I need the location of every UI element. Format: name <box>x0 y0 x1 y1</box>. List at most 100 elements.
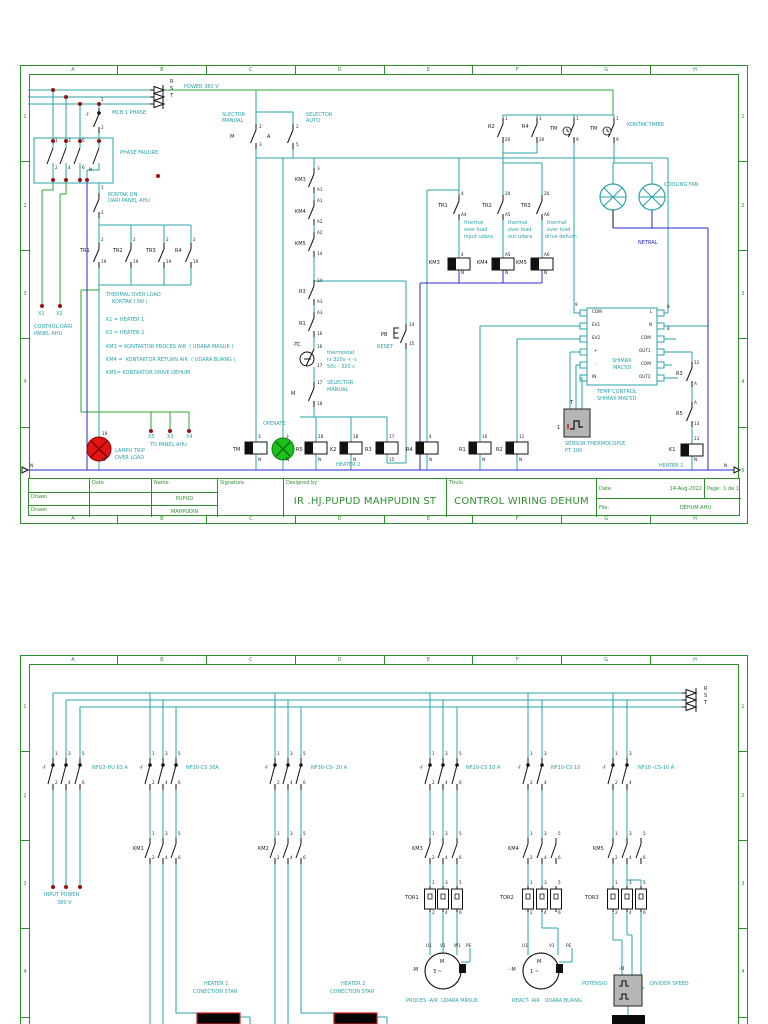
schematic-label: SLECTOR <box>222 112 246 118</box>
schematic-label: TM <box>550 126 558 132</box>
schematic-label: 2 <box>133 237 136 242</box>
schematic-label: 20 <box>539 137 545 142</box>
schematic-label: N <box>724 463 728 468</box>
schematic-label: 1 <box>101 97 104 102</box>
schematic-label: over load <box>508 227 532 233</box>
schematic-label: 4 <box>461 252 464 257</box>
schematic-label: 3 <box>544 751 547 756</box>
sheet1-wires-teal <box>28 89 708 470</box>
schematic-label: 5 <box>303 831 306 836</box>
schematic-label: 16 <box>317 331 323 336</box>
schematic-label: 15 <box>409 341 415 346</box>
schematic-label: KM3 <box>429 260 440 266</box>
title-block-title: Titulo CONTROL WIRING DEHUM <box>446 479 596 517</box>
schematic-label: DIVIDER SPEED <box>650 981 689 987</box>
schematic-label: 3 <box>290 831 293 836</box>
schematic-label: TM <box>590 126 598 132</box>
schematic-label: 5 <box>459 831 462 836</box>
date-label: Date <box>599 485 611 492</box>
schematic-label: NF10-CS 10 <box>551 765 581 771</box>
schematic-label: N <box>461 270 465 275</box>
schematic-label: 2 <box>432 910 435 915</box>
grid-number: 5 <box>739 1016 747 1024</box>
schematic-label: 3 ~ <box>433 969 442 975</box>
drawing-frame <box>29 664 739 1024</box>
schematic-label: COM <box>592 309 602 314</box>
grid-number: 4 <box>21 338 29 426</box>
grid-letter: A <box>71 515 75 522</box>
schematic-label: SELECTOR <box>306 112 333 118</box>
schematic-label: 14 <box>409 322 415 327</box>
grid-letter: C <box>205 515 295 523</box>
schematic-label: 2 <box>55 780 58 785</box>
schematic-label: 2 <box>432 855 435 860</box>
grid-number: 1 <box>23 704 27 711</box>
schematic-label: TO PANEL AHU <box>150 442 187 448</box>
schematic-label: 5 <box>178 831 181 836</box>
schematic-label: 2 <box>166 237 169 242</box>
schematic-label: A3 <box>317 310 323 315</box>
title-block-drawn-1: Drawn <box>29 492 89 505</box>
schematic-label: A6 <box>544 252 550 257</box>
schematic-label: K1 <box>669 447 676 453</box>
grid-number: 3 <box>739 839 747 928</box>
grid-number: 2 <box>21 751 29 839</box>
grid-number: 3 <box>21 839 29 928</box>
sheet2-wires-teal <box>52 692 682 1024</box>
sheet1-wires-blue <box>28 183 740 471</box>
schematic-label: 19 <box>133 259 139 264</box>
grid-number: 3 <box>739 249 747 338</box>
schematic-label: L <box>650 309 653 314</box>
schematic-label: 5 <box>459 751 462 756</box>
schematic-label: N <box>286 457 290 462</box>
schematic-label: A5 <box>505 252 511 257</box>
schematic-label: 1 <box>530 831 533 836</box>
schematic-label: PT 100 <box>565 448 583 454</box>
schematic-label: 4 <box>544 910 547 915</box>
schematic-label: 1 <box>432 751 435 756</box>
schematic-label: 1 <box>55 751 58 756</box>
title-block-name-2: MAHPUDIN <box>151 505 217 517</box>
schematic-label: KONTAK ( N0 ) <box>112 299 148 305</box>
schematic-label: N <box>694 457 698 462</box>
schematic-label: 4 <box>68 165 71 170</box>
schematic-label: - <box>595 361 597 366</box>
schematic-label: 3 <box>258 434 261 439</box>
schematic-label: R5 <box>676 411 683 417</box>
schematic-label: 4 <box>544 780 547 785</box>
schematic-label: R3 <box>676 371 683 377</box>
schematic-label: R4 <box>406 447 413 453</box>
schematic-label: 6 <box>558 910 561 915</box>
grid-number: 2 <box>739 751 747 839</box>
schematic-label: KM5= KONTAKTOR DRIVE DEHUM <box>106 370 190 376</box>
title-block-blank <box>29 479 89 492</box>
schematic-label: 11 <box>519 434 525 439</box>
grid-letter: B <box>116 515 206 523</box>
schematic-label: -TC <box>293 342 301 348</box>
schematic-label: 18 <box>318 434 324 439</box>
schematic-label: 2 <box>193 237 196 242</box>
schematic-label: N <box>89 167 93 172</box>
schematic-label: 1 <box>152 751 155 756</box>
title-block-page-cell: Page:1 de 1 <box>704 479 741 498</box>
schematic-label: 20 <box>505 191 511 196</box>
grid-number: 1 <box>741 114 745 121</box>
schematic-label: TOR3 <box>585 895 599 901</box>
grid-number: 2 <box>21 161 29 249</box>
grid-letter: F <box>472 66 561 74</box>
schematic-label: 5 <box>303 751 306 756</box>
schematic-label: 4 <box>290 855 293 860</box>
schematic-label: CONTROL DARI <box>34 324 73 330</box>
schematic-label: NF30-CS 30A <box>186 765 219 771</box>
schematic-label: X2 <box>56 311 63 317</box>
schematic-label: 2 <box>296 124 299 129</box>
schematic-label: T <box>704 700 708 706</box>
schematic-label: 5 <box>643 880 646 885</box>
schematic-label: 3 <box>290 751 293 756</box>
schematic-label: R <box>170 79 174 85</box>
schematic-label: N <box>353 457 357 462</box>
designed-by-value: IR .HJ.PUPUD MAHPUDIN ST <box>293 495 437 507</box>
schematic-label: 15 <box>389 457 395 462</box>
